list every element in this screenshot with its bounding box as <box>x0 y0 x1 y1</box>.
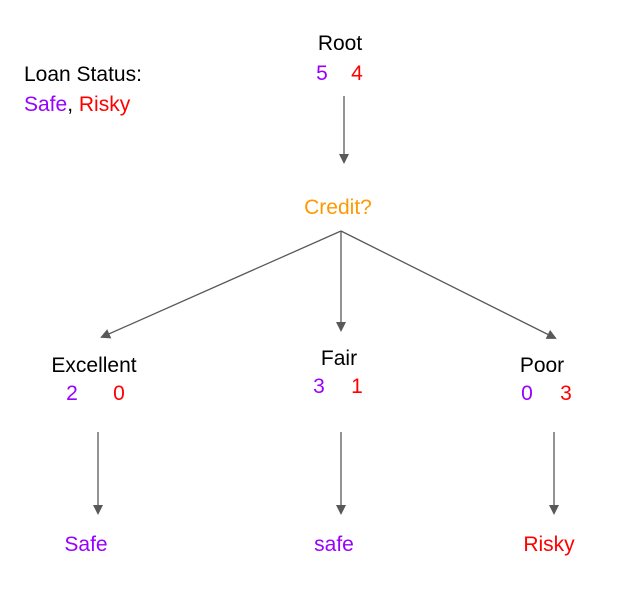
branch-label-excellent: Excellent <box>51 354 136 377</box>
root-label: Root <box>318 32 363 55</box>
root-risky-count: 4 <box>351 62 363 85</box>
branch-safe-count-poor: 0 <box>521 382 533 405</box>
branch-node-excellent: Excellent 2 0 <box>51 354 136 405</box>
branch-label-poor: Poor <box>520 354 564 377</box>
legend-classes: Safe, Risky <box>24 93 131 116</box>
split-label: Credit? <box>304 196 372 219</box>
branch-node-fair: Fair 3 1 <box>313 347 363 398</box>
prediction-excellent: Safe <box>64 533 107 556</box>
legend-risky: Risky <box>79 93 131 116</box>
legend-title: Loan Status: <box>24 63 142 86</box>
branch-label-fair: Fair <box>321 347 357 370</box>
branch-safe-count-excellent: 2 <box>66 382 78 405</box>
root-node: Root 5 4 <box>316 32 363 85</box>
legend-separator: , <box>67 93 79 116</box>
branch-node-poor: Poor 0 3 <box>520 354 572 405</box>
root-safe-count: 5 <box>316 62 328 85</box>
branch-safe-count-fair: 3 <box>313 375 325 398</box>
branch-risky-count-fair: 1 <box>351 375 363 398</box>
edge-split-to-poor <box>340 230 557 339</box>
prediction-fair: safe <box>314 533 354 556</box>
legend-safe: Safe <box>24 93 67 116</box>
branch-risky-count-excellent: 0 <box>113 382 125 405</box>
prediction-poor: Risky <box>523 533 575 556</box>
edge-split-to-excellent <box>100 230 342 339</box>
branch-risky-count-poor: 3 <box>560 382 572 405</box>
